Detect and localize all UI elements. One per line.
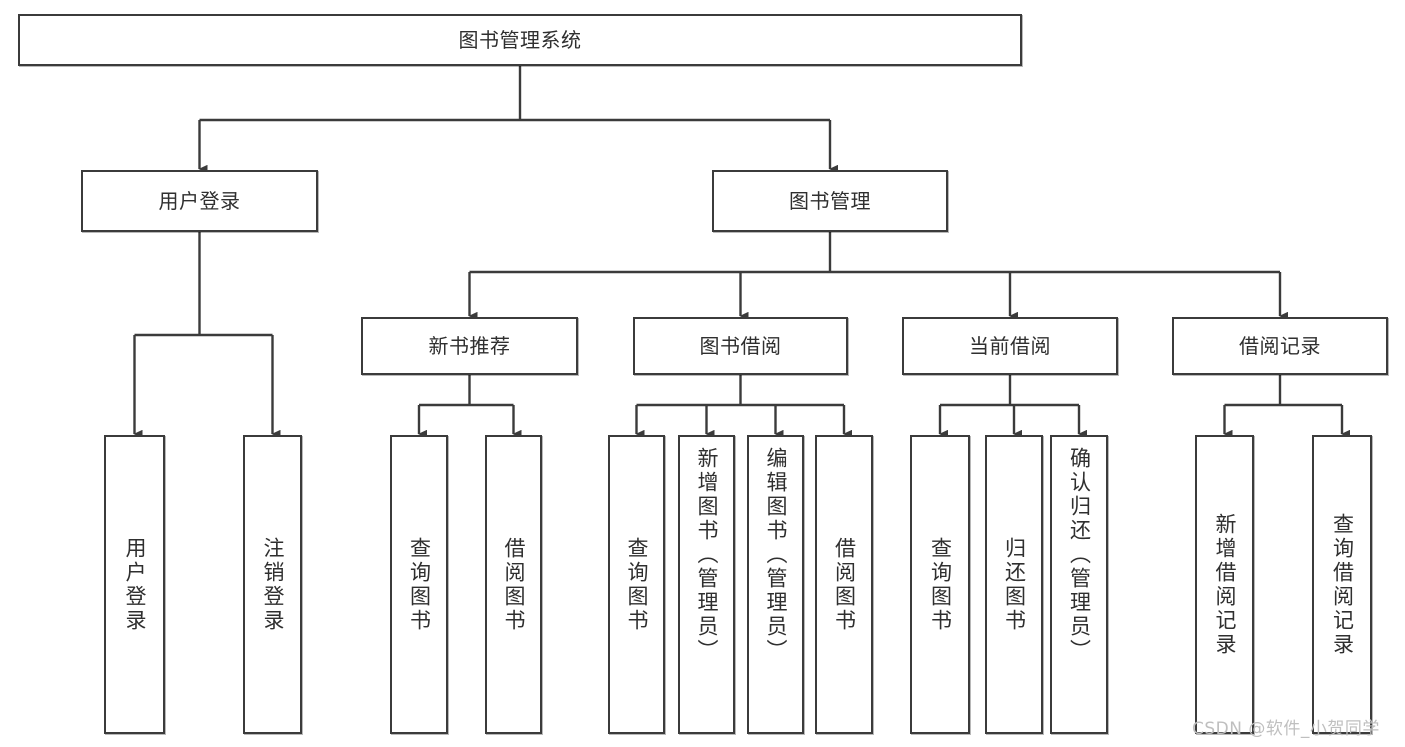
node-book-manage[interactable]: 图书管理: [712, 170, 948, 232]
node-leaf-query-record[interactable]: 查询借阅记录: [1312, 435, 1372, 734]
node-label: 查询借阅记录: [1330, 512, 1355, 657]
node-label: 注销登录: [261, 536, 285, 633]
node-leaf-edit-book[interactable]: 编辑图书（管理员）: [747, 435, 804, 734]
node-leaf-add-record[interactable]: 新增借阅记录: [1195, 435, 1254, 734]
node-leaf-query-book-1[interactable]: 查询图书: [390, 435, 448, 734]
node-label: 编辑图书（管理员）: [764, 447, 788, 663]
node-leaf-query-book-2[interactable]: 查询图书: [608, 435, 665, 734]
node-label: 用户登录: [123, 536, 147, 633]
node-label: 借阅图书: [832, 536, 857, 633]
node-leaf-add-book[interactable]: 新增图书（管理员）: [678, 435, 735, 734]
node-label: 查询图书: [928, 536, 953, 633]
node-label: 借阅图书: [502, 536, 526, 633]
node-leaf-return-book[interactable]: 归还图书: [985, 435, 1043, 734]
node-user-login[interactable]: 用户登录: [81, 170, 318, 232]
node-leaf-borrow-book-2[interactable]: 借阅图书: [815, 435, 873, 734]
node-root[interactable]: 图书管理系统: [18, 14, 1022, 66]
node-label: 归还图书: [1002, 536, 1027, 633]
node-label: 当前借阅: [969, 333, 1051, 358]
node-leaf-confirm-return[interactable]: 确认归还（管理员）: [1050, 435, 1108, 734]
node-label: 查询图书: [625, 536, 649, 633]
node-leaf-borrow-book-1[interactable]: 借阅图书: [485, 435, 542, 734]
node-label: 新增借阅记录: [1213, 512, 1237, 657]
node-label: 借阅记录: [1239, 333, 1321, 358]
node-borrow-record[interactable]: 借阅记录: [1172, 317, 1388, 375]
node-label: 用户登录: [158, 188, 241, 213]
node-label: 新书推荐: [428, 333, 511, 358]
node-leaf-query-book-3[interactable]: 查询图书: [910, 435, 970, 734]
node-label: 确认归还（管理员）: [1067, 447, 1092, 663]
node-leaf-user-login[interactable]: 用户登录: [104, 435, 165, 734]
node-label: 图书借阅: [699, 333, 782, 358]
node-label: 图书管理: [789, 188, 871, 213]
node-book-borrow[interactable]: 图书借阅: [633, 317, 848, 375]
node-label: 图书管理系统: [458, 27, 582, 52]
node-label: 查询图书: [407, 536, 432, 633]
node-new-book-recommend[interactable]: 新书推荐: [361, 317, 578, 375]
node-label: 新增图书（管理员）: [695, 447, 719, 663]
node-current-borrow[interactable]: 当前借阅: [902, 317, 1118, 375]
node-leaf-logout[interactable]: 注销登录: [243, 435, 302, 734]
